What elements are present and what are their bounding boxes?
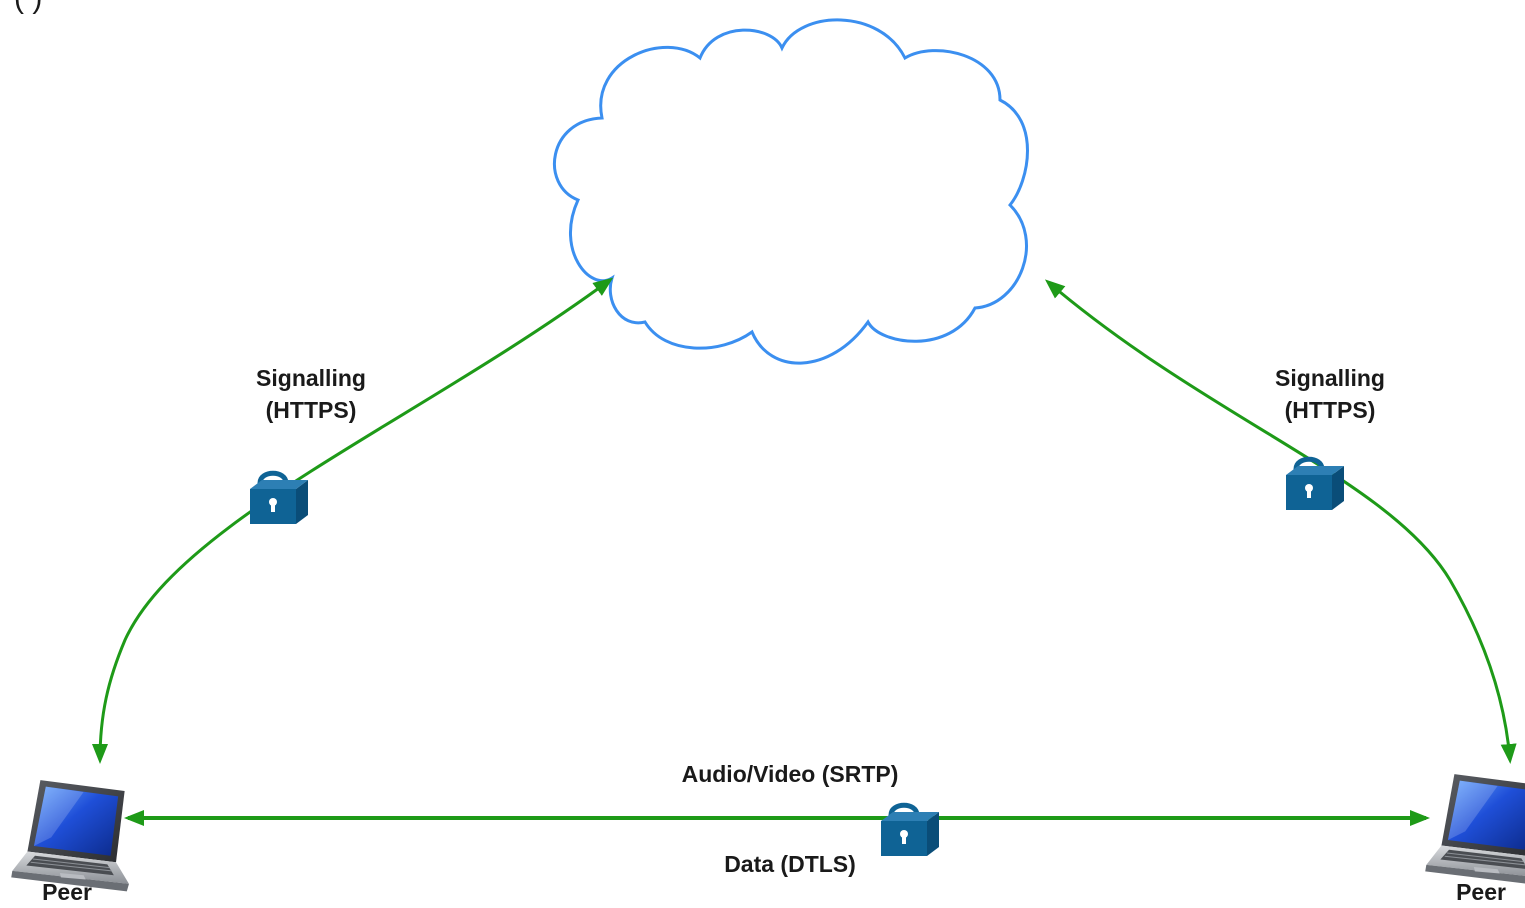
right-signalling-line2: (HTTPS) bbox=[1284, 397, 1376, 423]
padlock-icon bbox=[250, 473, 308, 524]
right-signalling-label: Signalling (HTTPS) bbox=[1245, 362, 1415, 426]
left-signalling-label: Signalling (HTTPS) bbox=[226, 362, 396, 426]
right-signalling-arrow bbox=[1044, 279, 1517, 764]
media-label: Audio/Video (SRTP) bbox=[681, 761, 899, 787]
laptop-icon bbox=[1424, 773, 1525, 886]
right-signalling-line1: Signalling bbox=[1275, 365, 1385, 391]
cloud-shape bbox=[553, 18, 1029, 365]
laptop-icon bbox=[10, 779, 130, 892]
padlock-icon bbox=[1286, 459, 1344, 510]
right-peer-label: Peer bbox=[1456, 879, 1506, 905]
left-signalling-arrow bbox=[92, 277, 614, 764]
top-caption: ( ) bbox=[14, 0, 42, 16]
left-peer-label: Peer bbox=[42, 879, 92, 905]
data-label: Data (DTLS) bbox=[724, 851, 856, 877]
left-signalling-line1: Signalling bbox=[256, 365, 366, 391]
left-signalling-line2: (HTTPS) bbox=[265, 397, 357, 423]
